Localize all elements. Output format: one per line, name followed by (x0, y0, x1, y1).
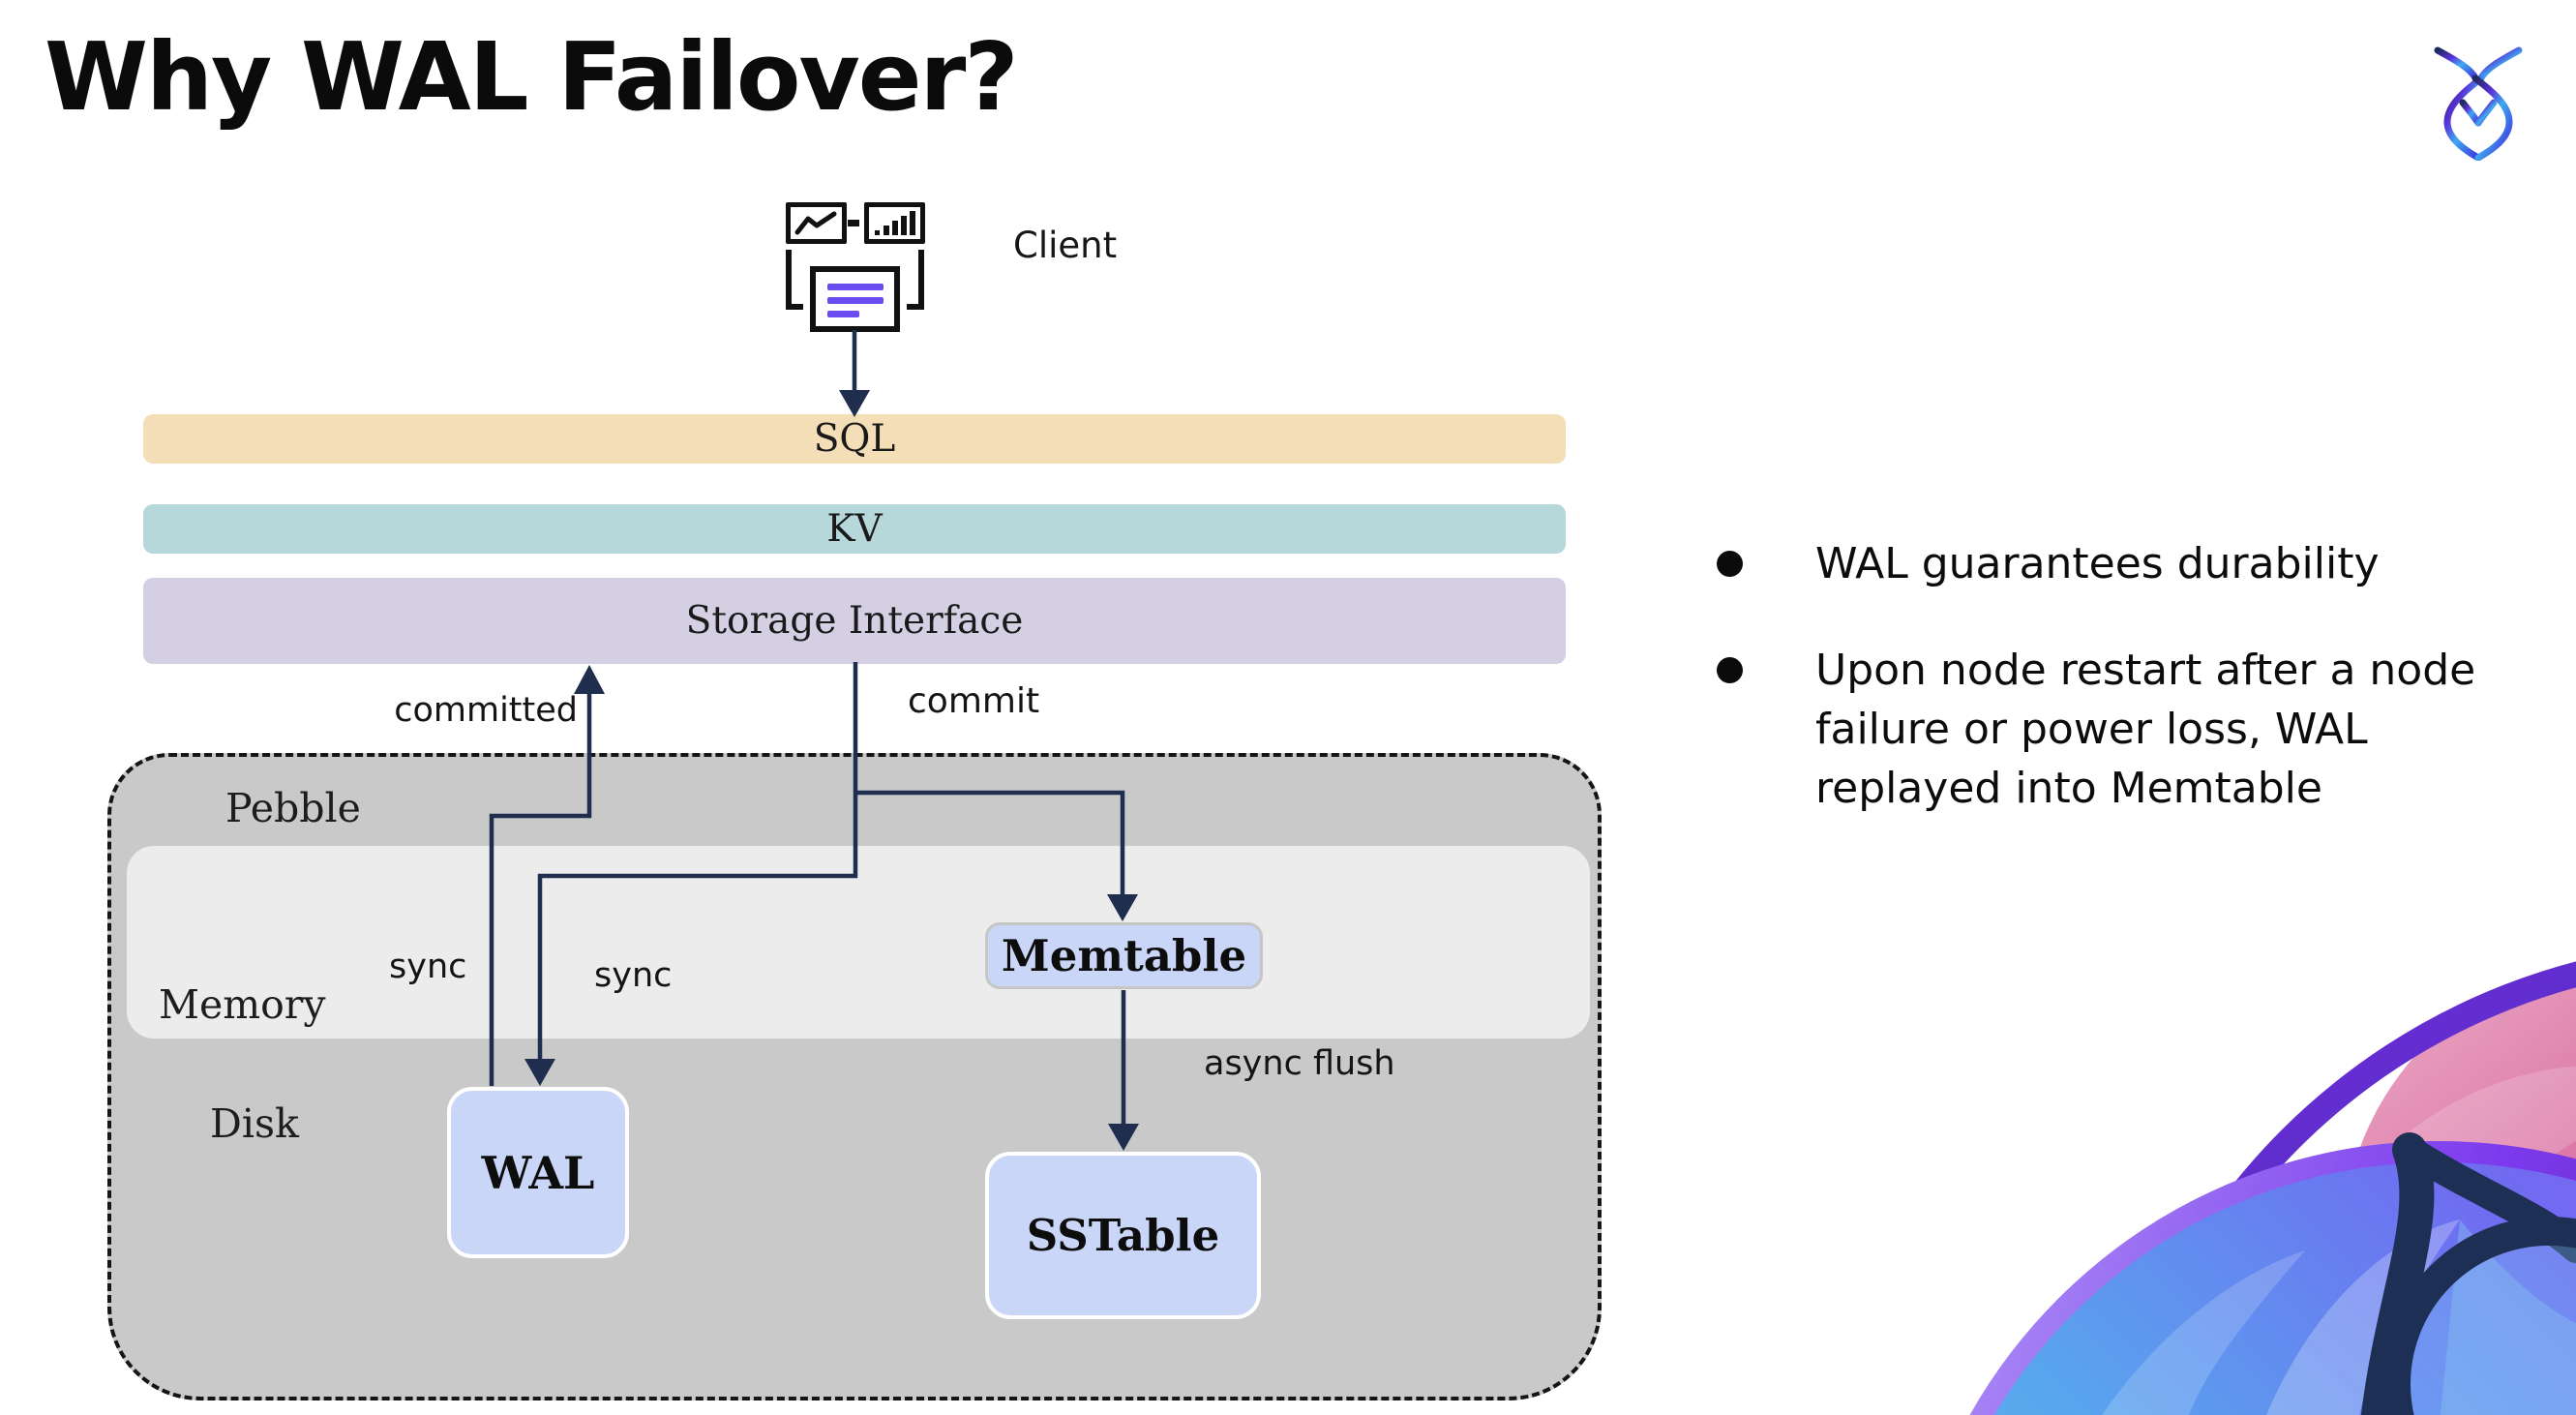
sstable-label: SSTable (1026, 1210, 1220, 1261)
layer-kv: KV (143, 504, 1566, 554)
bracket-left-icon (786, 250, 803, 310)
bullet-list: WAL guarantees durability Upon node rest… (1705, 534, 2557, 818)
arrowhead-committed (574, 665, 605, 694)
document-icon (810, 266, 900, 332)
sync-left-label: sync (389, 948, 467, 986)
cockroachdb-logo-icon (2434, 46, 2523, 161)
memtable-node: Memtable (985, 922, 1263, 989)
arrowhead-sql (839, 390, 870, 417)
sstable-node: SSTable (985, 1152, 1261, 1319)
page-title: Why WAL Failover? (45, 22, 1019, 132)
layer-sql-label: SQL (813, 417, 896, 461)
bullet-dot-icon (1717, 551, 1743, 577)
disk-label: Disk (210, 1100, 299, 1147)
sync-right-label: sync (594, 956, 673, 995)
layer-kv-label: KV (826, 507, 883, 551)
bullet-dot-icon (1717, 657, 1743, 683)
client-label: Client (1013, 225, 1118, 266)
art-roach-lines (2361, 1132, 2576, 1415)
bullet-text: WAL guarantees durability (1815, 539, 2380, 588)
art-petal-blue (2441, 1219, 2576, 1415)
commit-label: commit (908, 681, 1040, 721)
bracket-right-icon (907, 250, 924, 310)
wal-label: WAL (481, 1146, 595, 1199)
async-flush-label: async flush (1204, 1044, 1395, 1083)
roach-glyph (2434, 46, 2523, 161)
memory-zone (127, 846, 1590, 1039)
committed-label: committed (394, 691, 578, 730)
art-petal-light (2102, 1250, 2305, 1415)
bullet-text: Upon node restart after a node failure o… (1815, 646, 2476, 813)
line-chart-icon (786, 202, 847, 244)
layer-storage-interface-label: Storage Interface (685, 599, 1024, 643)
pebble-label: Pebble (225, 785, 361, 831)
bar-chart-icon (864, 202, 925, 244)
layer-storage-interface: Storage Interface (143, 578, 1566, 664)
wal-node: WAL (447, 1087, 629, 1258)
bullet-item: WAL guarantees durability (1705, 534, 2479, 593)
icon-dash (848, 220, 859, 226)
bullet-item: Upon node restart after a node failure o… (1705, 641, 2479, 818)
brand-corner-art (1969, 961, 2576, 1415)
layer-sql: SQL (143, 414, 1566, 464)
memory-label: Memory (159, 981, 326, 1028)
memtable-label: Memtable (1001, 930, 1247, 981)
